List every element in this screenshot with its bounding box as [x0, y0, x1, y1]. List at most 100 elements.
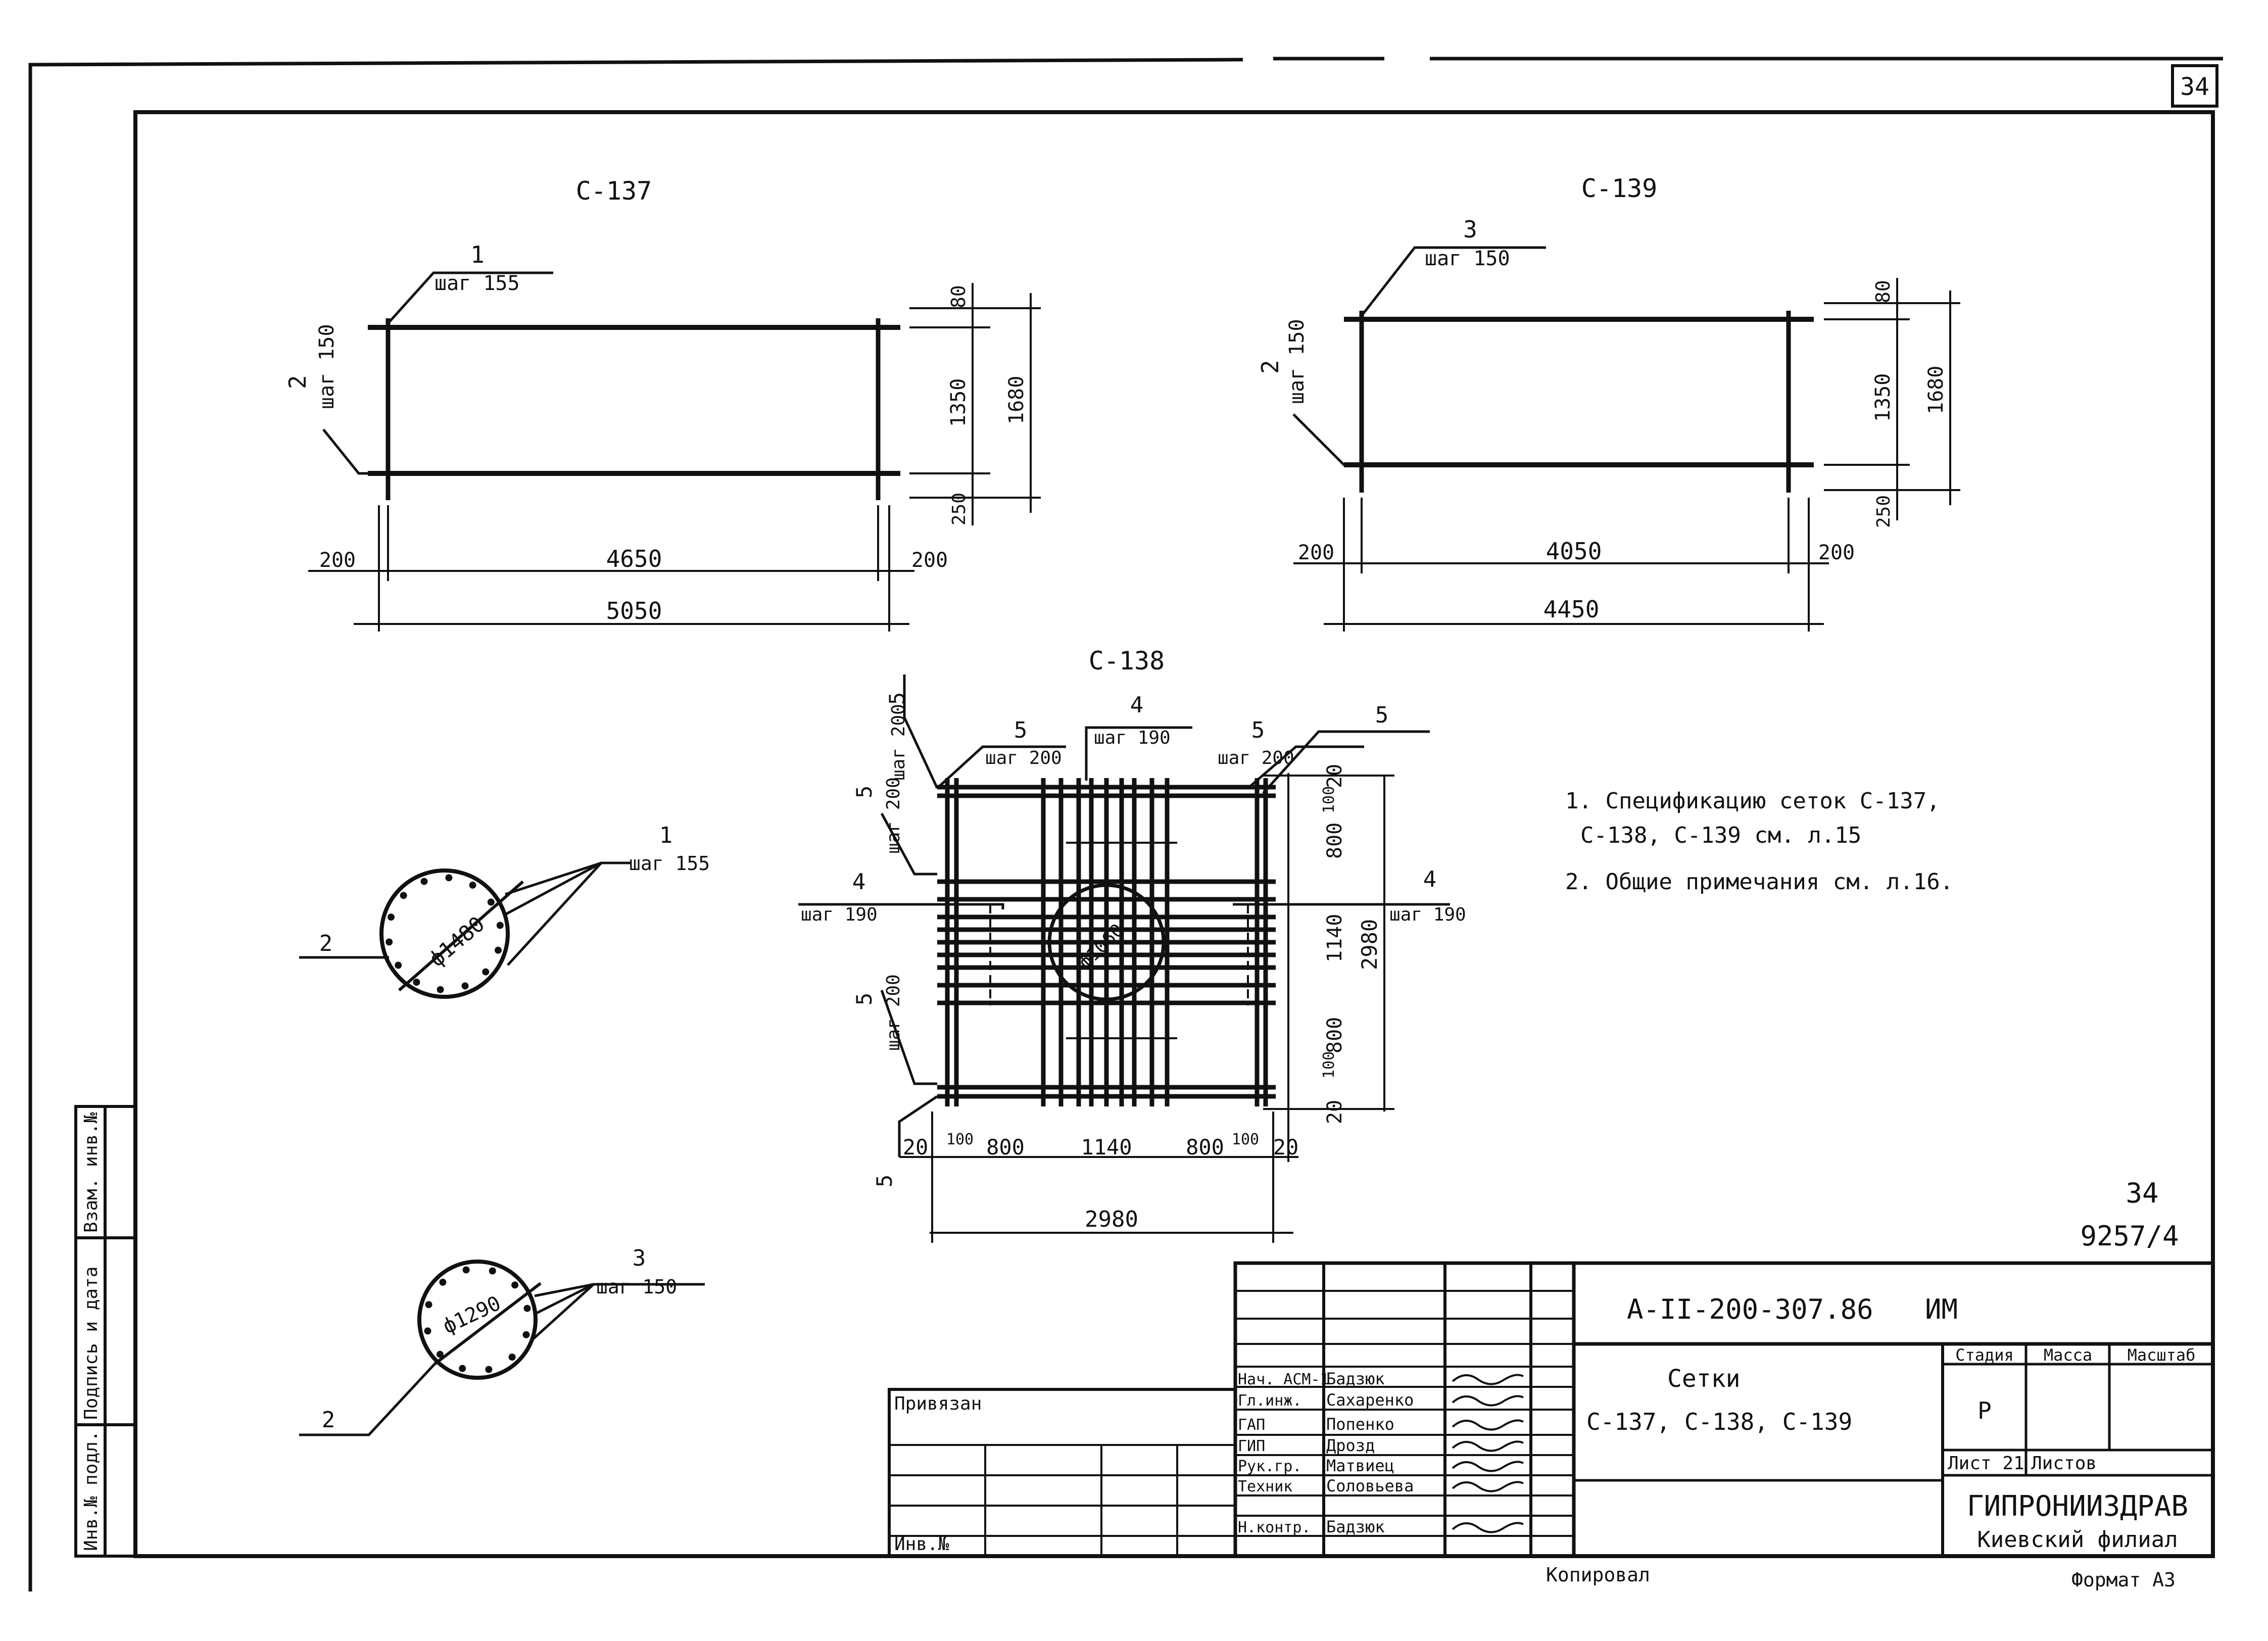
- staff-role: Н.контр.: [1238, 1519, 1311, 1536]
- c138-dim-bottom-value: 20: [903, 1135, 929, 1160]
- c137-leaders: [322, 271, 553, 475]
- c137-title: С-137: [576, 176, 652, 206]
- longitudinal-bar: [495, 946, 502, 954]
- staff-signature: [1452, 1440, 1524, 1452]
- c137-dim-right: 200: [911, 549, 948, 572]
- note-line-2: С-138, С-139 см. л.15: [1580, 823, 1861, 848]
- c139-bar2-mark: 2: [1257, 360, 1284, 374]
- doc-suffix: ИМ: [1925, 1293, 1958, 1325]
- c138-left-5-upper: 5: [852, 786, 877, 798]
- c137-dim-inner: 4650: [606, 545, 662, 572]
- c138-top-4: 4: [1130, 692, 1144, 718]
- staff-role: ГАП: [1238, 1416, 1265, 1434]
- staff-role: Техник: [1238, 1478, 1292, 1495]
- c137-dim-height: 1680: [1005, 376, 1028, 424]
- note-line-1: 1. Спецификацию сеток С-137,: [1565, 788, 1940, 814]
- longitudinal-bar: [436, 1350, 444, 1358]
- c138-dim-bottom-value: 800: [986, 1135, 1025, 1160]
- doc-code: А-II-200-307.86: [1627, 1293, 1873, 1325]
- longitudinal-bar: [508, 1354, 516, 1361]
- circle2-mark2: 2: [322, 1407, 335, 1433]
- c139-mesh: [1344, 311, 1814, 493]
- c138-top-left-step: шаг 200: [888, 704, 909, 781]
- c138-left-5-lower-step: шаг 200: [883, 974, 904, 1051]
- c138-top-mid-step: шаг 200: [985, 748, 1062, 768]
- c138-total-bottom: 2980: [1085, 1206, 1138, 1232]
- doc-title-line2: С-137, С-138, С-139: [1586, 1408, 1852, 1435]
- org-branch: Киевский филиал: [1977, 1527, 2178, 1553]
- staff-role: Гл.инж.: [1238, 1392, 1301, 1410]
- longitudinal-bar: [469, 881, 476, 889]
- circle2-bars: [424, 1266, 531, 1373]
- c139-dim-bottom: 250: [1873, 495, 1894, 528]
- c138-dim-right-value: 100: [1320, 1051, 1338, 1079]
- c138-dim-bottom-value: 800: [1186, 1135, 1224, 1160]
- staff-name: Попенко: [1326, 1415, 1394, 1434]
- longitudinal-bar: [511, 1281, 519, 1289]
- c138-mesh: [937, 778, 1276, 1106]
- note-line-3: 2. Общие примечания см. л.16.: [1565, 869, 1953, 895]
- c138-dim-right-value: 800: [1323, 1017, 1346, 1053]
- c139-dim-height: 1680: [1924, 366, 1948, 414]
- c138-dim-right-value: 800: [1323, 823, 1346, 859]
- c139-bar2-step: шаг 150: [1285, 319, 1309, 404]
- longitudinal-bar: [395, 961, 402, 969]
- longitudinal-bar: [496, 922, 504, 929]
- c137-mesh: [368, 318, 900, 500]
- c137-bar1-step: шаг 155: [435, 272, 520, 295]
- c138-right-4: 4: [1423, 866, 1437, 892]
- c138-dim-right-value: 20: [1323, 764, 1346, 788]
- c139-dim-middle: 1350: [1871, 373, 1895, 422]
- longitudinal-bar: [385, 938, 393, 946]
- c138-dim-right-value: 1140: [1323, 914, 1346, 962]
- c139-leaders: [1292, 246, 1546, 466]
- circle1-cage: [299, 861, 632, 999]
- c138-leaders: [798, 674, 1450, 1157]
- c139-dimensions: [1293, 278, 1960, 632]
- sheet-frame: [28, 57, 2223, 1591]
- circle2-cage: [299, 1260, 705, 1436]
- longitudinal-bar: [523, 1305, 531, 1312]
- circle2-step: шаг 150: [596, 1276, 677, 1298]
- c137-dim-top: 80: [947, 285, 970, 308]
- circle1-mark2: 2: [319, 931, 333, 956]
- c137-bar2-step: шаг 150: [315, 324, 339, 409]
- c137-dim-total: 5050: [606, 597, 662, 624]
- c137-dimensions: [308, 283, 1041, 632]
- doc-title-line1: Сетки: [1667, 1365, 1741, 1393]
- staff-signature: [1452, 1522, 1524, 1533]
- staff-signature: [1452, 1481, 1524, 1492]
- c139-dim-left: 200: [1298, 541, 1334, 564]
- longitudinal-bar: [445, 874, 453, 882]
- c139-title: С-139: [1581, 174, 1658, 203]
- longitudinal-bar: [400, 892, 407, 899]
- stage-value: Р: [1977, 1397, 1992, 1424]
- c137-dim-left: 200: [319, 549, 356, 572]
- c138-bottom-left-5: 5: [872, 1175, 897, 1187]
- c138-top-left-5: 5: [885, 692, 909, 705]
- c138-total-right: 2980: [1357, 919, 1382, 970]
- longitudinal-bar: [437, 986, 444, 993]
- longitudinal-bar: [388, 913, 395, 921]
- header-mass: Масса: [2044, 1345, 2092, 1365]
- c137-dim-bottom: 250: [949, 493, 970, 525]
- longitudinal-bar: [420, 878, 428, 885]
- longitudinal-bar: [425, 1301, 432, 1309]
- longitudinal-bar: [462, 1266, 470, 1274]
- longitudinal-bar: [459, 1365, 466, 1372]
- circle1-bars: [385, 874, 504, 993]
- c138-dim-right-value: 100: [1320, 786, 1338, 813]
- c138-far-right-5: 5: [1375, 702, 1389, 728]
- staff-name: Бадзюк: [1326, 1369, 1385, 1388]
- staff-role: ГИП: [1238, 1437, 1265, 1455]
- longitudinal-bar: [461, 982, 469, 990]
- stamp-inv-podl: Инв.№ подл.: [81, 1431, 102, 1551]
- staff-name: Бадзюк: [1326, 1517, 1385, 1536]
- staff-signature: [1452, 1461, 1524, 1472]
- staff-name: Дрозд: [1326, 1436, 1375, 1455]
- privyazan-label: Привязан: [894, 1393, 982, 1414]
- header-stage: Стадия: [1955, 1345, 2014, 1365]
- longitudinal-bar: [424, 1327, 431, 1335]
